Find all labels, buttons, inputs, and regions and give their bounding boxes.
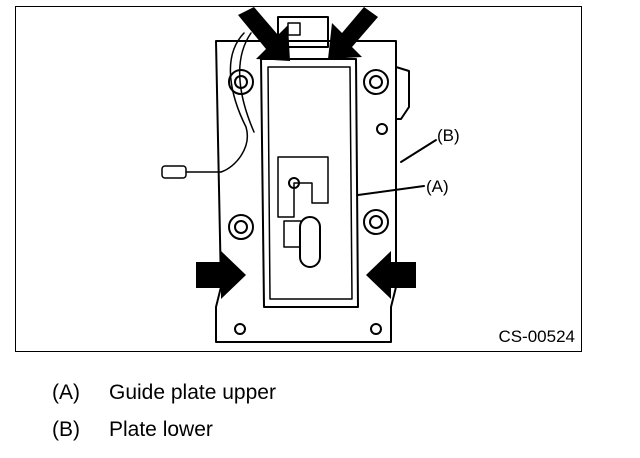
shifter-illustration: [161, 7, 437, 343]
legend-text: Guide plate upper: [109, 381, 276, 404]
figure-code: CS-00524: [498, 327, 575, 346]
guide-plate-upper: [260, 58, 359, 308]
legend-item: (B) Plate lower: [52, 418, 276, 442]
legend-text: Plate lower: [109, 418, 213, 441]
legend-key: (A): [52, 381, 80, 404]
callout-b: (B): [437, 126, 460, 145]
legend: (A) Guide plate upper (B) Plate lower: [52, 381, 276, 455]
arrow-top-right: [328, 7, 378, 59]
callout-a: (A): [426, 177, 449, 196]
arrow-top-left: [238, 7, 290, 61]
diagram-figure: (B) (A) CS-00524: [15, 6, 582, 352]
arrow-left: [196, 251, 246, 299]
legend-key: (B): [52, 418, 80, 441]
arrow-right: [366, 251, 416, 299]
plate-lower: [215, 40, 397, 343]
legend-item: (A) Guide plate upper: [52, 381, 276, 405]
